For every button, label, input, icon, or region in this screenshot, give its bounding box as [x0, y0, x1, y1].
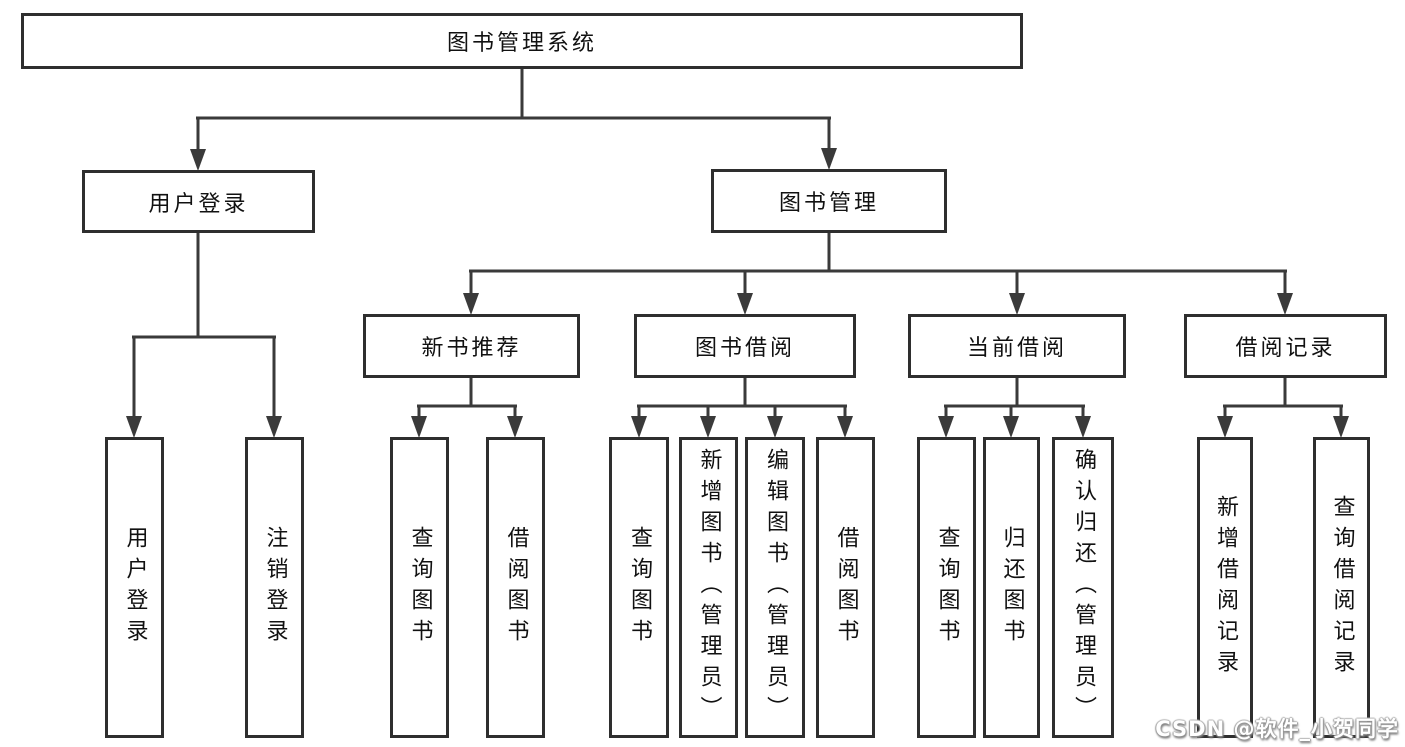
leaf-add-books-admin: 新增图书（管理员） — [679, 437, 738, 738]
node-current-borrow: 当前借阅 — [908, 314, 1126, 378]
node-new-book-recommend: 新书推荐 — [363, 314, 580, 378]
leaf-borrow-books: 借阅图书 — [816, 437, 875, 738]
node-borrow-records: 借阅记录 — [1184, 314, 1387, 378]
leaf-borrow-books-recommend: 借阅图书 — [486, 437, 545, 738]
leaf-add-borrow-record: 新增借阅记录 — [1197, 437, 1253, 738]
leaf-edit-books-admin: 编辑图书（管理员） — [745, 437, 805, 738]
leaf-return-books: 归还图书 — [983, 437, 1040, 738]
node-root-system: 图书管理系统 — [21, 13, 1023, 69]
leaf-query-books-current: 查询图书 — [917, 437, 976, 738]
leaf-user-login: 用户登录 — [105, 437, 164, 738]
arrowheads — [126, 148, 1349, 438]
leaf-confirm-return-admin: 确认归还（管理员） — [1052, 437, 1114, 738]
node-book-borrow: 图书借阅 — [634, 314, 856, 378]
leaf-query-books-borrow: 查询图书 — [609, 437, 669, 738]
leaf-query-books-recommend: 查询图书 — [390, 437, 449, 738]
node-user-login: 用户登录 — [82, 170, 315, 233]
leaf-query-borrow-record: 查询借阅记录 — [1313, 437, 1370, 738]
watermark: CSDN @软件_小贺同学 — [1155, 717, 1399, 741]
node-book-management: 图书管理 — [711, 169, 947, 233]
leaf-logout: 注销登录 — [245, 437, 304, 738]
